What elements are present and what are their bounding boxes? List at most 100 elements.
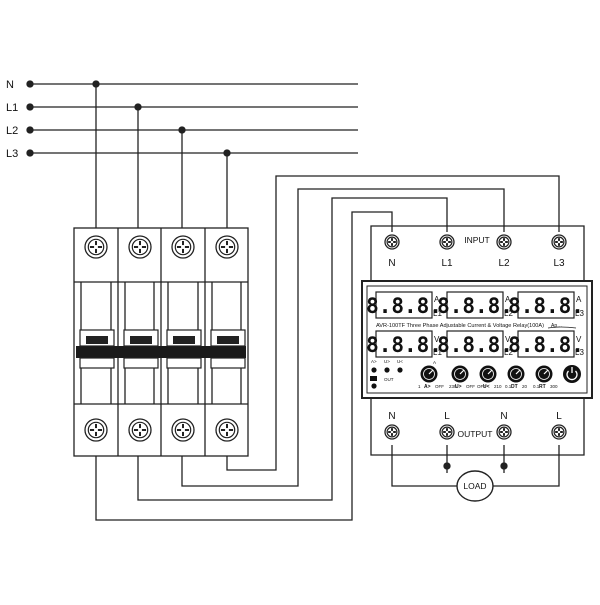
voltage-phase-l1: L1 — [433, 348, 442, 357]
output-terminal-n1: N — [388, 411, 395, 422]
current-display-l1: 8.8.8. A L1 — [366, 291, 442, 319]
output-terminal-screw-icon — [439, 424, 455, 440]
breaker-screws — [84, 235, 239, 442]
voltage-display-l1: 8.8.8. V L1 — [366, 330, 442, 358]
output-relay-icon — [370, 376, 377, 381]
knob-min-label: 0.1 — [533, 384, 540, 389]
indicator-label-voltage-over: U> — [384, 359, 390, 364]
output-terminal-screw-icon — [384, 424, 400, 440]
relay-front-panel — [361, 280, 593, 399]
breaker-top-screw-icon — [84, 235, 108, 259]
current-unit-l3: A — [576, 295, 582, 304]
input-terminal-l1: L1 — [441, 258, 453, 269]
knob-5[interactable]: 0.1 300 RT — [533, 365, 558, 391]
load-label: LOAD — [463, 481, 486, 491]
output-terminal-l1: L — [444, 411, 450, 422]
current-display-l3: 8.8.8. A L3 — [508, 291, 584, 319]
indicator-led-voltage-under — [397, 367, 403, 373]
current-unit-l1: A — [434, 295, 440, 304]
current-phase-l2: L2 — [504, 309, 513, 318]
knob-3[interactable]: OFF 210 U< — [477, 365, 502, 391]
breaker-bottom-screw-icon — [128, 418, 152, 442]
knob-max-label: 210 — [494, 384, 502, 389]
indicator-led-current-over — [371, 367, 377, 373]
output-terminal-n2: N — [500, 411, 507, 422]
knob-min-label: 1 — [418, 384, 421, 389]
knob-max-label: OFF — [435, 384, 444, 389]
output-label: OUTPUT — [458, 429, 493, 439]
voltage-display-l3: 8.8.8. V L3 — [508, 330, 584, 358]
knob-1[interactable]: 1 OFF A> A — [418, 360, 444, 390]
breaker-top-screw-icon — [128, 235, 152, 259]
knob-top-label: A — [433, 360, 436, 365]
voltage-phase-l2: L2 — [504, 348, 513, 357]
knob-max-label: 20 — [522, 384, 528, 389]
breaker-handles — [76, 329, 246, 369]
breaker-bottom-screw-icon — [215, 418, 239, 442]
indicator-label-current-over: A> — [371, 359, 377, 364]
voltage-value-l2: 8.8.8. — [437, 333, 513, 357]
output-terminal-screw-icon — [496, 424, 512, 440]
current-phase-l3: L3 — [575, 309, 584, 318]
status-indicators: A> U> U< OUT — [370, 359, 403, 389]
knob-label: DT — [511, 384, 518, 390]
input-terminal-l2: L2 — [498, 258, 510, 269]
output-terminal-l2: L — [556, 411, 562, 422]
voltage-display-l2: 8.8.8. V L2 — [437, 330, 513, 358]
breaker-to-relay-wires — [95, 175, 560, 521]
line-label-l1: L1 — [6, 102, 18, 114]
supply-lines — [26, 80, 358, 228]
voltage-unit-l3: V — [576, 335, 582, 344]
line-label-l2: L2 — [6, 125, 18, 137]
voltage-phase-l3: L3 — [575, 348, 584, 357]
breaker-bottom-screw-icon — [171, 418, 195, 442]
voltage-unit-l2: V — [505, 335, 511, 344]
load: LOAD — [456, 470, 494, 502]
breaker-top-screw-icon — [215, 235, 239, 259]
knob-label: U< — [483, 384, 490, 390]
input-label: INPUT — [464, 235, 490, 245]
relay-model-text: AVR-100TF Three Phase Adjustable Current… — [376, 323, 544, 329]
line-label-n: N — [6, 79, 14, 91]
knob-min-label: 230 — [449, 384, 457, 389]
current-value-l2: 8.8.8. — [437, 294, 513, 318]
input-terminal-screw-icon — [439, 234, 455, 250]
input-terminal-l3: L3 — [553, 258, 565, 269]
power-icon — [566, 370, 578, 381]
voltage-value-l3: 8.8.8. — [508, 333, 584, 357]
input-terminal-screw-icon — [384, 234, 400, 250]
breaker-bottom-screw-icon — [84, 418, 108, 442]
current-unit-l2: A — [505, 295, 511, 304]
knob-label: A> — [424, 384, 431, 390]
knob-min-label: 0.1 — [505, 384, 512, 389]
power-button[interactable] — [563, 365, 581, 383]
relay-input-block — [370, 225, 585, 281]
indicator-led-voltage-over — [384, 367, 390, 373]
load-wiring — [391, 445, 560, 487]
current-value-l1: 8.8.8. — [366, 294, 442, 318]
line-label-l3: L3 — [6, 148, 18, 160]
knob-min-label: OFF — [477, 384, 486, 389]
indicator-label-voltage-under: U< — [397, 359, 403, 364]
out-label: OUT — [384, 377, 394, 382]
indicator-led-out — [371, 383, 377, 389]
knob-label: RT — [539, 384, 546, 390]
input-terminal-screw-icon — [496, 234, 512, 250]
output-terminal-screw-icon — [551, 424, 567, 440]
relay-output-block — [370, 398, 585, 456]
knob-max-label: OFF — [466, 384, 475, 389]
relay-terminal-screws — [384, 234, 567, 440]
current-display-l2: 8.8.8. A L2 — [437, 291, 513, 319]
current-value-l3: 8.8.8. — [508, 294, 584, 318]
knob-4[interactable]: 0.1 20 DT — [505, 365, 528, 391]
input-terminal-screw-icon — [551, 234, 567, 250]
knob-max-label: 300 — [550, 384, 558, 389]
input-terminal-n: N — [388, 258, 395, 269]
voltage-unit-l1: V — [434, 335, 440, 344]
breaker-top-screw-icon — [171, 235, 195, 259]
voltage-value-l1: 8.8.8. — [366, 333, 442, 357]
